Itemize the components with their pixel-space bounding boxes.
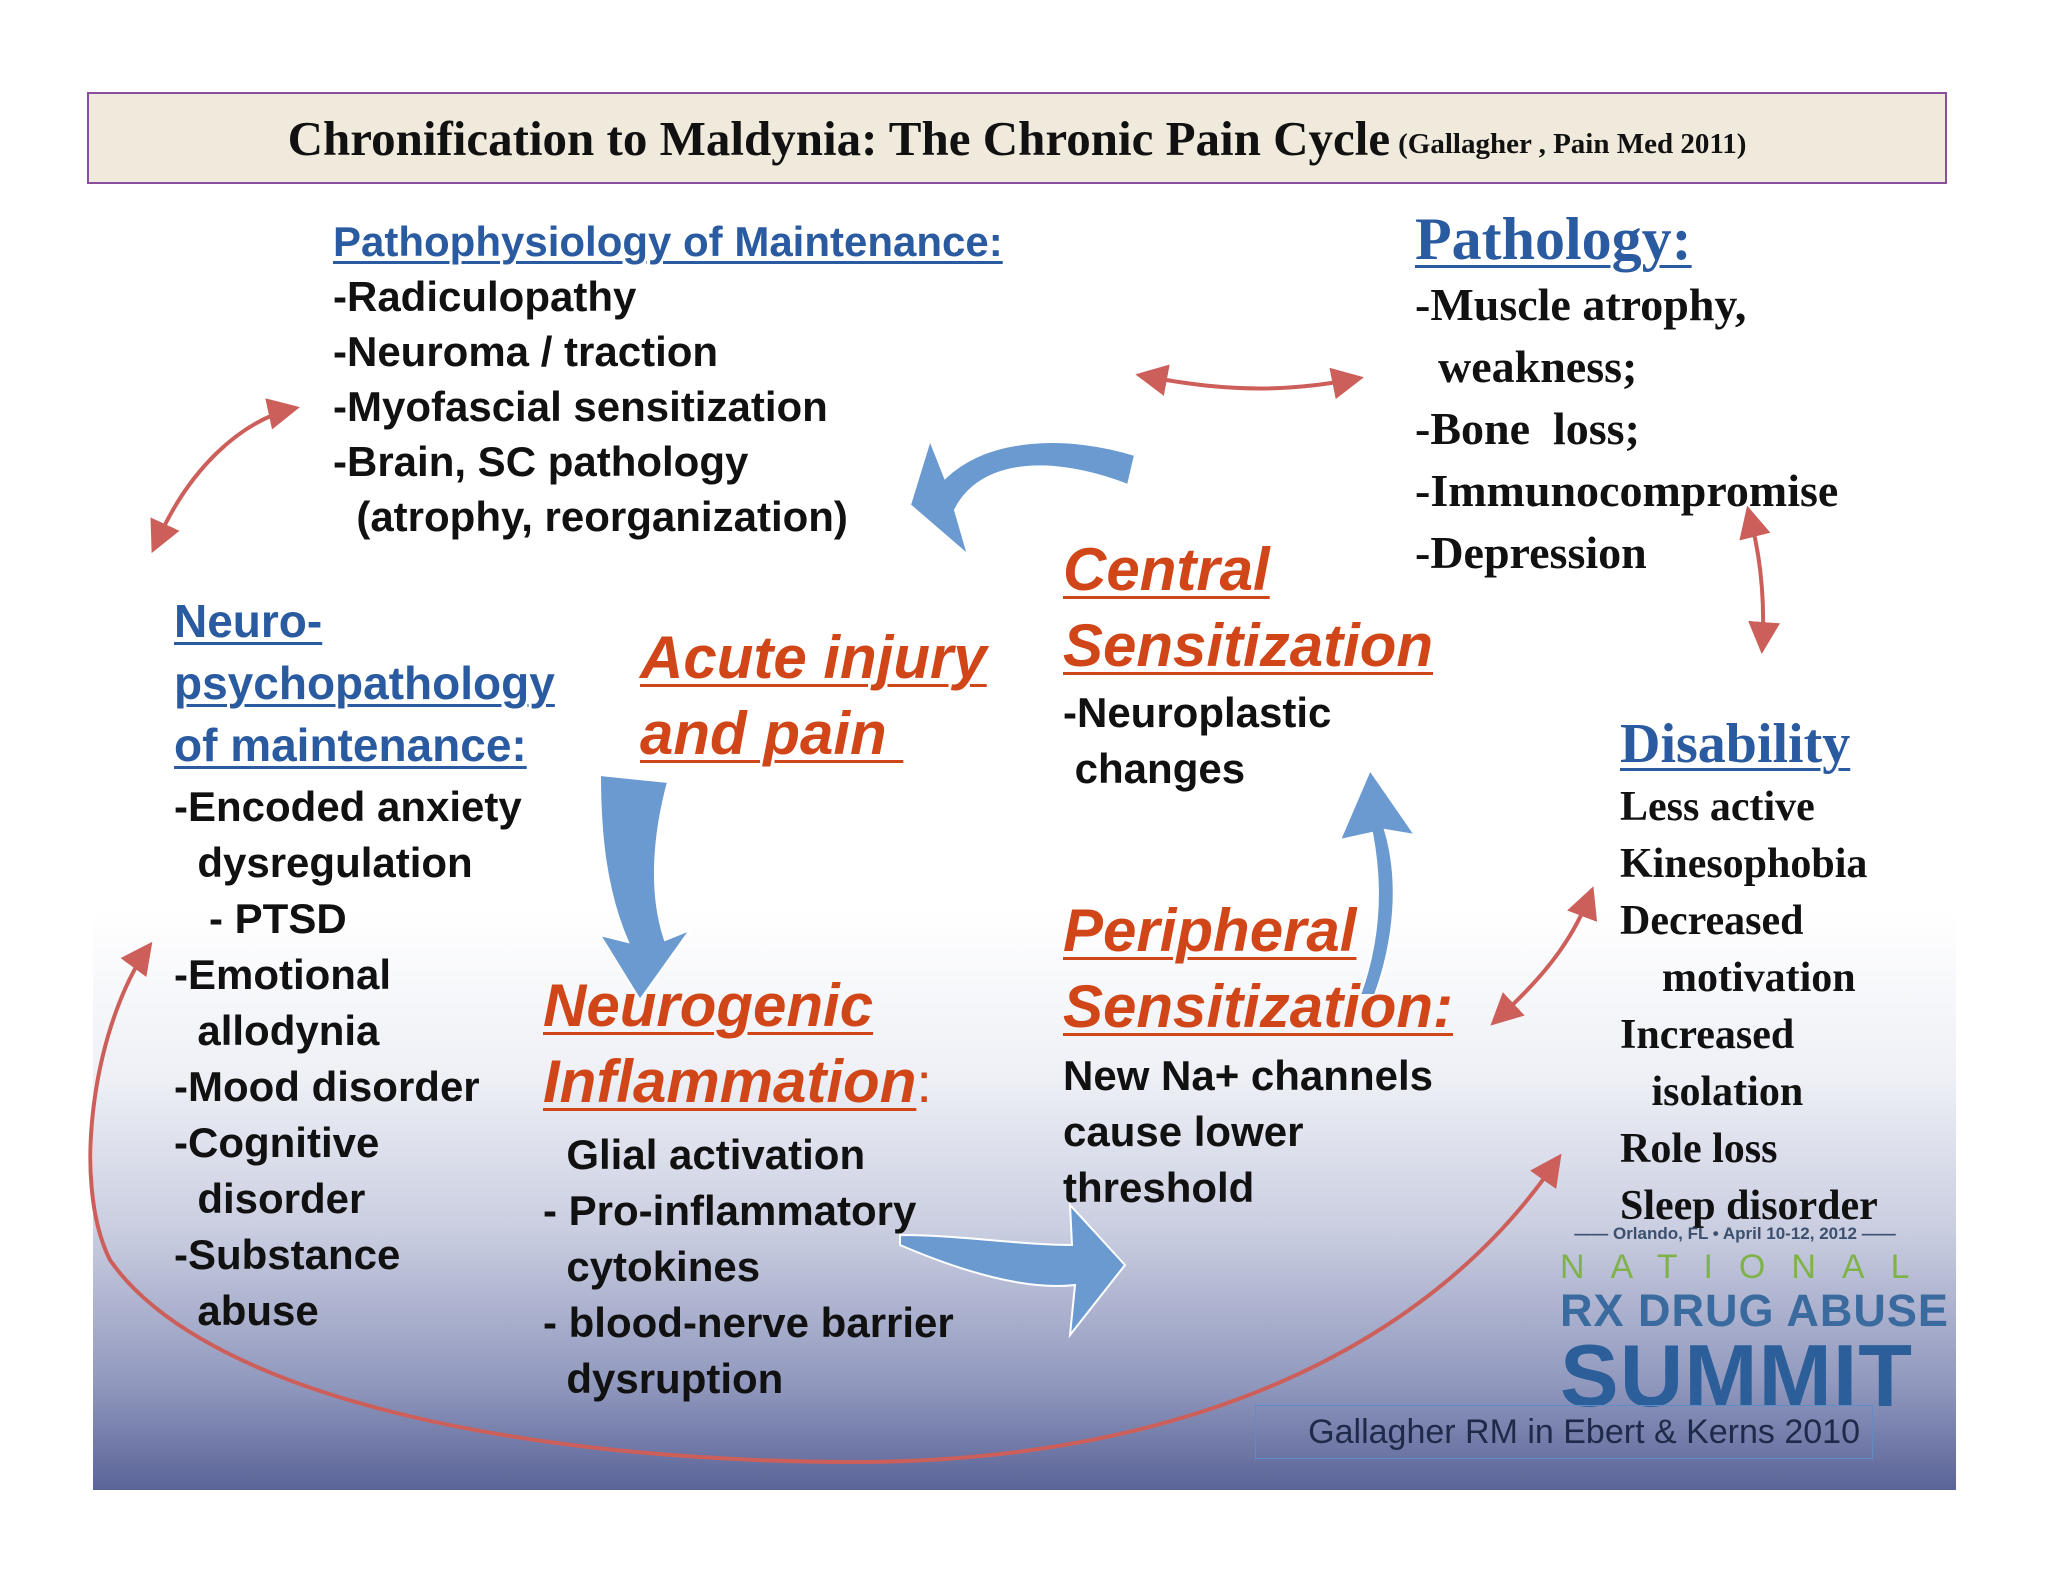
list-item: -Neuroplastic <box>1063 689 1332 736</box>
list-item: isolation <box>1620 1069 1804 1115</box>
neuropsychopathology-section: Neuro- psychopathology of maintenance: -… <box>174 590 555 1332</box>
list-item: threshold <box>1063 1164 1255 1211</box>
neurogenic-heading-line: Neurogenic <box>543 972 874 1039</box>
peripheral-heading-line: Sensitization: <box>1063 973 1454 1040</box>
peripheral-heading-line: Peripheral <box>1063 897 1357 964</box>
list-item: -Substance <box>174 1231 401 1278</box>
title-banner: Chronification to Maldynia: The Chronic … <box>87 92 1947 184</box>
neuropsych-heading-line: of maintenance: <box>174 719 527 771</box>
list-item: motivation <box>1620 955 1856 1001</box>
cycle-arrow-neurogenic-to-peripheral <box>899 1202 1127 1339</box>
acute-heading-line: and pain <box>640 700 904 767</box>
cycle-arrow-central-to-pathophysiology <box>908 436 1137 558</box>
neuropsych-heading-line: psychopathology <box>174 657 555 709</box>
list-item: Sleep disorder <box>1620 1183 1878 1229</box>
cycle-arrow-acute-to-neurogenic <box>597 773 693 1002</box>
summit-logo: —— Orlando, FL • April 10-12, 2012 —— NA… <box>1560 1224 1949 1434</box>
logo-date: —— Orlando, FL • April 10-12, 2012 —— <box>1574 1224 1896 1243</box>
list-item: - blood-nerve barrier <box>543 1299 954 1346</box>
list-item: - PTSD <box>174 895 347 942</box>
pathology-heading: Pathology: <box>1415 206 1692 272</box>
list-item: dysruption <box>543 1355 784 1402</box>
neuropsych-heading-line: Neuro- <box>174 595 323 647</box>
list-item: dysregulation <box>174 839 473 886</box>
list-item: Less active <box>1620 784 1815 830</box>
list-item: changes <box>1063 745 1246 792</box>
list-item: -Encoded anxiety <box>174 783 522 830</box>
list-item: cytokines <box>543 1243 761 1290</box>
link-arrow-peripheral-disability <box>1490 886 1598 1026</box>
neurogenic-heading-line: Inflammation <box>543 1048 917 1115</box>
list-item: New Na+ channels <box>1063 1052 1433 1099</box>
link-arrow-disability-neuropsych-loop <box>88 941 1562 1465</box>
list-item: weakness; <box>1415 341 1638 392</box>
pathophysiology-section: Pathophysiology of Maintenance: -Radicul… <box>333 218 1003 538</box>
source-citation: Gallagher RM in Ebert & Kerns 2010 <box>1255 1405 1873 1459</box>
link-arrow-pathology-disability <box>1739 505 1781 654</box>
list-item: -Myofascial sensitization <box>333 383 828 430</box>
list-item: allodynia <box>174 1007 380 1054</box>
list-item: -Muscle atrophy, <box>1415 279 1747 330</box>
peripheral-sensitization-section: Peripheral Sensitization: New Na+ channe… <box>1063 893 1453 1209</box>
list-item: abuse <box>174 1287 319 1334</box>
list-item: cause lower <box>1063 1108 1304 1155</box>
logo-summit: SUMMIT <box>1560 1326 1914 1426</box>
link-arrow-pathophysiology-pathology <box>1135 364 1364 400</box>
acute-heading-line: Acute injury <box>640 624 987 691</box>
list-item: Glial activation <box>543 1131 866 1178</box>
list-item: -Cognitive <box>174 1119 380 1166</box>
list-item: disorder <box>174 1175 366 1222</box>
disability-heading: Disability <box>1620 713 1851 775</box>
central-sensitization-section: Central Sensitization -Neuroplastic chan… <box>1063 532 1433 790</box>
logo-national: NATIONAL <box>1560 1248 1936 1286</box>
list-item: -Neuroma / traction <box>333 328 719 375</box>
neurogenic-heading-row: Inflammation: <box>543 1044 954 1120</box>
central-heading-line: Central <box>1063 536 1270 603</box>
list-item: -Bone loss; <box>1415 403 1640 454</box>
link-arrow-neuropsych-pathophysiology <box>150 398 300 554</box>
list-item: -Mood disorder <box>174 1063 480 1110</box>
pathology-section: Pathology: -Muscle atrophy, weakness; -B… <box>1415 205 1838 576</box>
list-item: Kinesophobia <box>1620 841 1868 887</box>
list-item: - Pro-inflammatory <box>543 1187 917 1234</box>
list-item: -Brain, SC pathology <box>333 438 749 485</box>
neurogenic-heading-colon: : <box>916 1051 932 1114</box>
acute-injury-section: Acute injury and pain <box>640 620 987 772</box>
list-item: -Depression <box>1415 527 1647 578</box>
list-item: -Radiculopathy <box>333 273 637 320</box>
title-citation: (Gallagher , Pain Med 2011) <box>1398 127 1747 160</box>
list-item: Decreased <box>1620 898 1804 944</box>
central-heading-line: Sensitization <box>1063 612 1434 679</box>
pathophysiology-heading: Pathophysiology of Maintenance: <box>333 218 1003 265</box>
logo-rx-drug-abuse: RX DRUG ABUSE <box>1560 1285 1949 1336</box>
disability-section: Disability Less active Kinesophobia Decr… <box>1620 712 1878 1227</box>
list-item: Role loss <box>1620 1126 1778 1172</box>
list-item: Increased <box>1620 1012 1795 1058</box>
list-item: -Emotional <box>174 951 391 998</box>
list-item: -Immunocompromise <box>1415 465 1839 516</box>
list-item: (atrophy, reorganization) <box>333 493 848 540</box>
neurogenic-inflammation-section: Neurogenic Inflammation: Glial activatio… <box>543 968 954 1400</box>
page-title: Chronification to Maldynia: The Chronic … <box>287 110 1391 166</box>
